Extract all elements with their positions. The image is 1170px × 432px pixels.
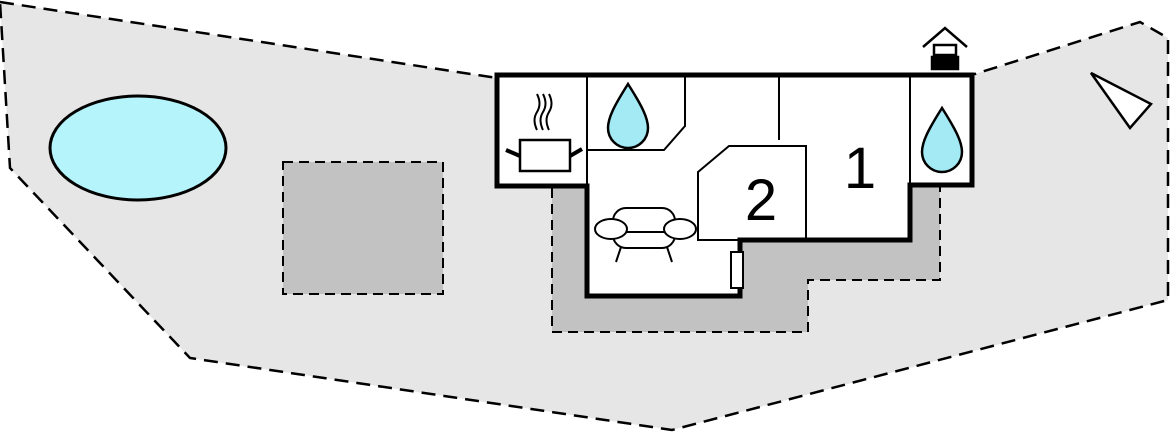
interior-walls	[497, 75, 911, 241]
room-2-number: 2	[745, 168, 777, 233]
bedroom-2-walls	[697, 145, 807, 241]
room-1-number: 1	[844, 136, 876, 201]
compass-arrow-icon	[1089, 71, 1153, 131]
radiator-icon	[730, 251, 744, 289]
cooking-pot-icon	[505, 93, 584, 173]
armchair-icon	[594, 207, 697, 263]
water-drop-icon-2	[920, 105, 964, 174]
patio-area	[282, 161, 444, 295]
water-drop-icon	[606, 81, 650, 150]
chimney-icon	[922, 26, 968, 71]
swimming-pool	[48, 94, 228, 202]
exterior-walls	[494, 72, 975, 299]
